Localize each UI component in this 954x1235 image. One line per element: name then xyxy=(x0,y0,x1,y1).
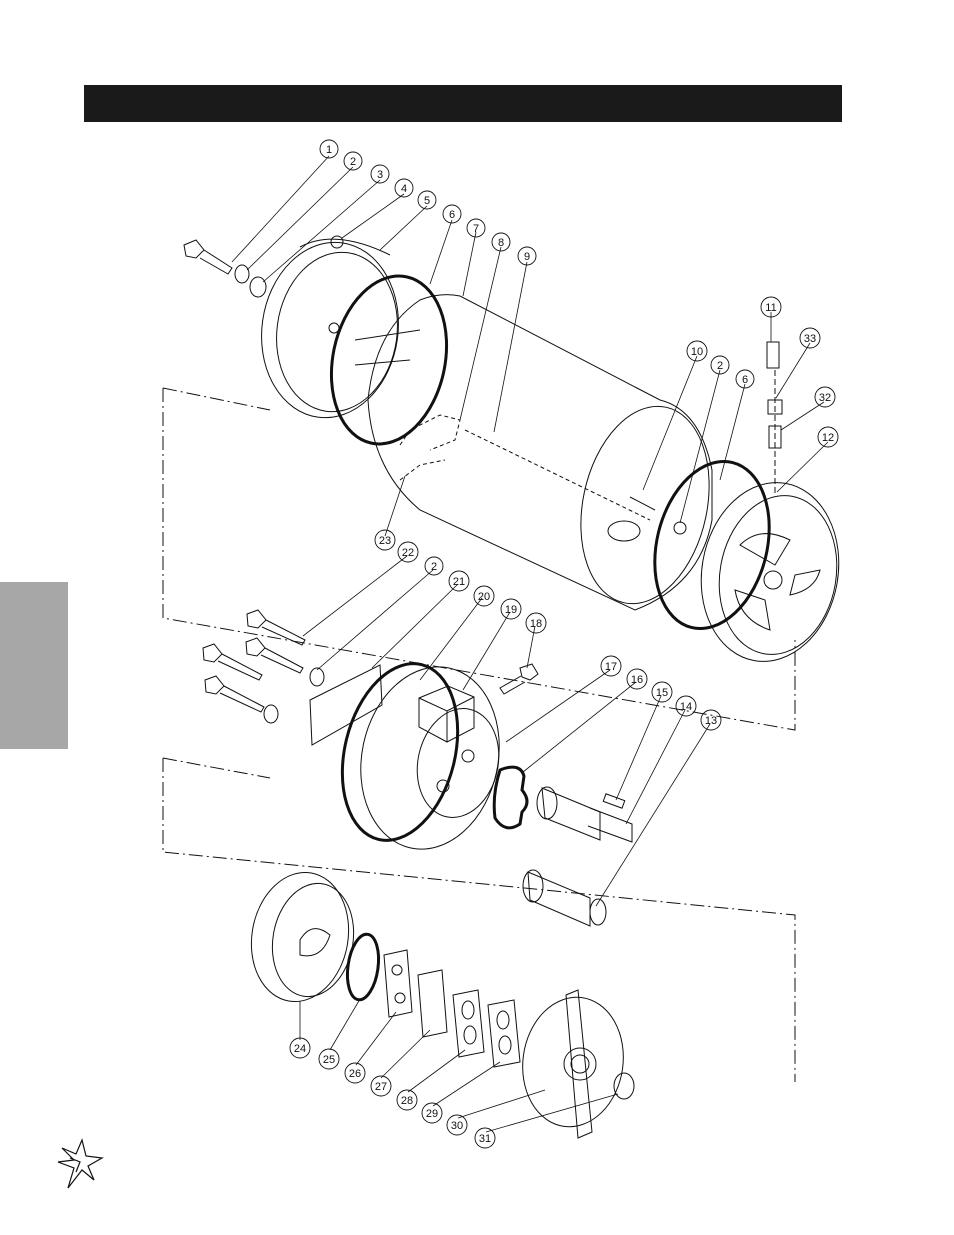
callout-14: 14 xyxy=(680,701,692,713)
section-side-tab xyxy=(0,582,68,749)
callout-7: 7 xyxy=(473,223,479,235)
idler-gear-shaft xyxy=(536,786,633,843)
end-cap-left xyxy=(261,235,399,419)
callout-28: 28 xyxy=(401,1095,413,1107)
callout-30: 30 xyxy=(451,1120,463,1132)
washer-upper-a xyxy=(234,264,250,284)
callout-2c: 2 xyxy=(431,561,437,573)
callout-1: 1 xyxy=(326,144,332,156)
callout-15: 15 xyxy=(656,687,668,699)
o-ring-upper-right xyxy=(653,459,771,631)
callout-27: 27 xyxy=(375,1081,387,1093)
callout-4: 4 xyxy=(401,183,407,195)
callout-3: 3 xyxy=(377,169,383,181)
callout-2b: 2 xyxy=(717,360,723,372)
o-ring-upper-left xyxy=(329,274,449,446)
bolt-upper xyxy=(183,239,233,275)
o-ring-lower xyxy=(345,932,381,1002)
callout-25: 25 xyxy=(323,1054,335,1066)
callout-24: 24 xyxy=(294,1043,306,1055)
assembly-envelope-upper xyxy=(162,387,796,1082)
callout-8: 8 xyxy=(498,237,504,249)
wear-plates xyxy=(383,949,521,1068)
brand-star-logo xyxy=(57,1138,104,1189)
fitting-stack xyxy=(766,341,783,495)
callout-bubbles: 1 2 3 4 5 6 7 8 9 10 2 6 11 33 32 12 23 … xyxy=(289,139,839,1149)
barrel xyxy=(354,294,713,611)
bearing-housing xyxy=(360,666,500,850)
seal-washer xyxy=(613,1072,635,1100)
bolts-middle xyxy=(202,609,306,713)
callout-11: 11 xyxy=(765,302,776,314)
callout-6: 6 xyxy=(449,209,455,221)
callout-26: 26 xyxy=(349,1068,361,1080)
cap-screw xyxy=(499,663,539,695)
callout-5: 5 xyxy=(424,195,430,207)
callout-33: 33 xyxy=(804,333,816,345)
callout-12: 12 xyxy=(822,432,834,444)
callout-29: 29 xyxy=(426,1108,438,1120)
drive-gear-shaft xyxy=(522,869,607,927)
callout-10: 10 xyxy=(691,346,703,358)
callout-31: 31 xyxy=(479,1133,491,1145)
callout-13: 13 xyxy=(705,715,717,727)
callout-16: 16 xyxy=(631,674,643,686)
pump-cover xyxy=(522,989,624,1139)
leader-lines xyxy=(231,155,829,1133)
gasket-seal xyxy=(492,765,529,830)
callout-21: 21 xyxy=(453,576,465,588)
washer-middle-a xyxy=(309,667,325,687)
washer-middle-b xyxy=(263,704,279,724)
callout-32: 32 xyxy=(819,392,831,404)
o-ring-middle xyxy=(340,662,460,842)
callout-23: 23 xyxy=(379,535,391,547)
mounting-bracket xyxy=(309,664,383,746)
callout-9: 9 xyxy=(524,251,530,263)
callout-20: 20 xyxy=(478,591,490,603)
callout-2: 2 xyxy=(350,156,356,168)
washer-upper-b xyxy=(249,276,267,298)
callout-18: 18 xyxy=(530,618,542,630)
callout-6b: 6 xyxy=(742,374,748,386)
callout-22: 22 xyxy=(402,547,414,559)
gear-ring xyxy=(250,871,355,1003)
callout-19: 19 xyxy=(505,604,517,616)
callout-17: 17 xyxy=(605,661,617,673)
header-bar xyxy=(84,85,842,122)
